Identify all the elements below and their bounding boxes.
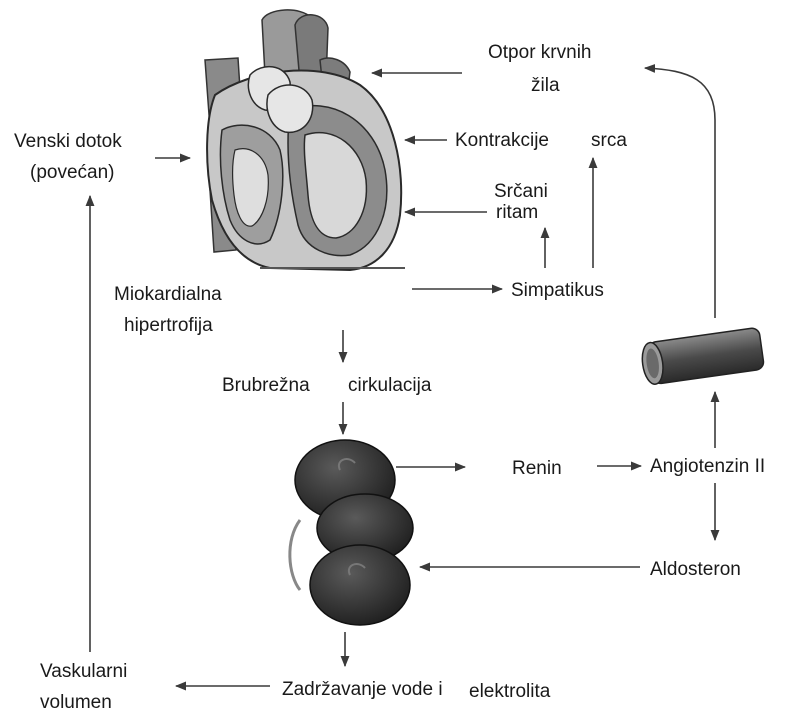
kidney-illustration [290, 440, 413, 625]
blood-vessel-illustration [640, 327, 765, 385]
label-cirkulacija: cirkulacija [348, 375, 432, 396]
label-zadrzavanje: Zadržavanje vode i [282, 679, 443, 700]
label-elektrolita: elektrolita [469, 681, 551, 702]
label-hipertrofija: hipertrofija [124, 315, 213, 336]
label-aldosteron: Aldosteron [650, 559, 741, 580]
label-miokardialna: Miokardialna [114, 284, 222, 305]
label-volumen: volumen [40, 692, 112, 713]
label-renin: Renin [512, 458, 562, 479]
heart-illustration [205, 10, 405, 270]
label-angiotenzin: Angiotenzin II [650, 456, 765, 477]
label-zila: žila [531, 75, 560, 96]
label-srcani: Srčani [494, 181, 548, 202]
label-venski-dotok: Venski dotok [14, 131, 122, 152]
label-vaskularni: Vaskularni [40, 661, 127, 682]
label-srca: srca [591, 130, 627, 151]
label-ritam: ritam [496, 202, 538, 223]
label-simpatikus: Simpatikus [511, 280, 604, 301]
label-kontrakcije: Kontrakcije [455, 130, 549, 151]
label-povecan: (povećan) [30, 162, 115, 183]
label-brubrezna: Brubrežna [222, 375, 310, 396]
label-otpor-krvnih: Otpor krvnih [488, 42, 591, 63]
arrow-vessel-to-otpor [645, 68, 715, 318]
